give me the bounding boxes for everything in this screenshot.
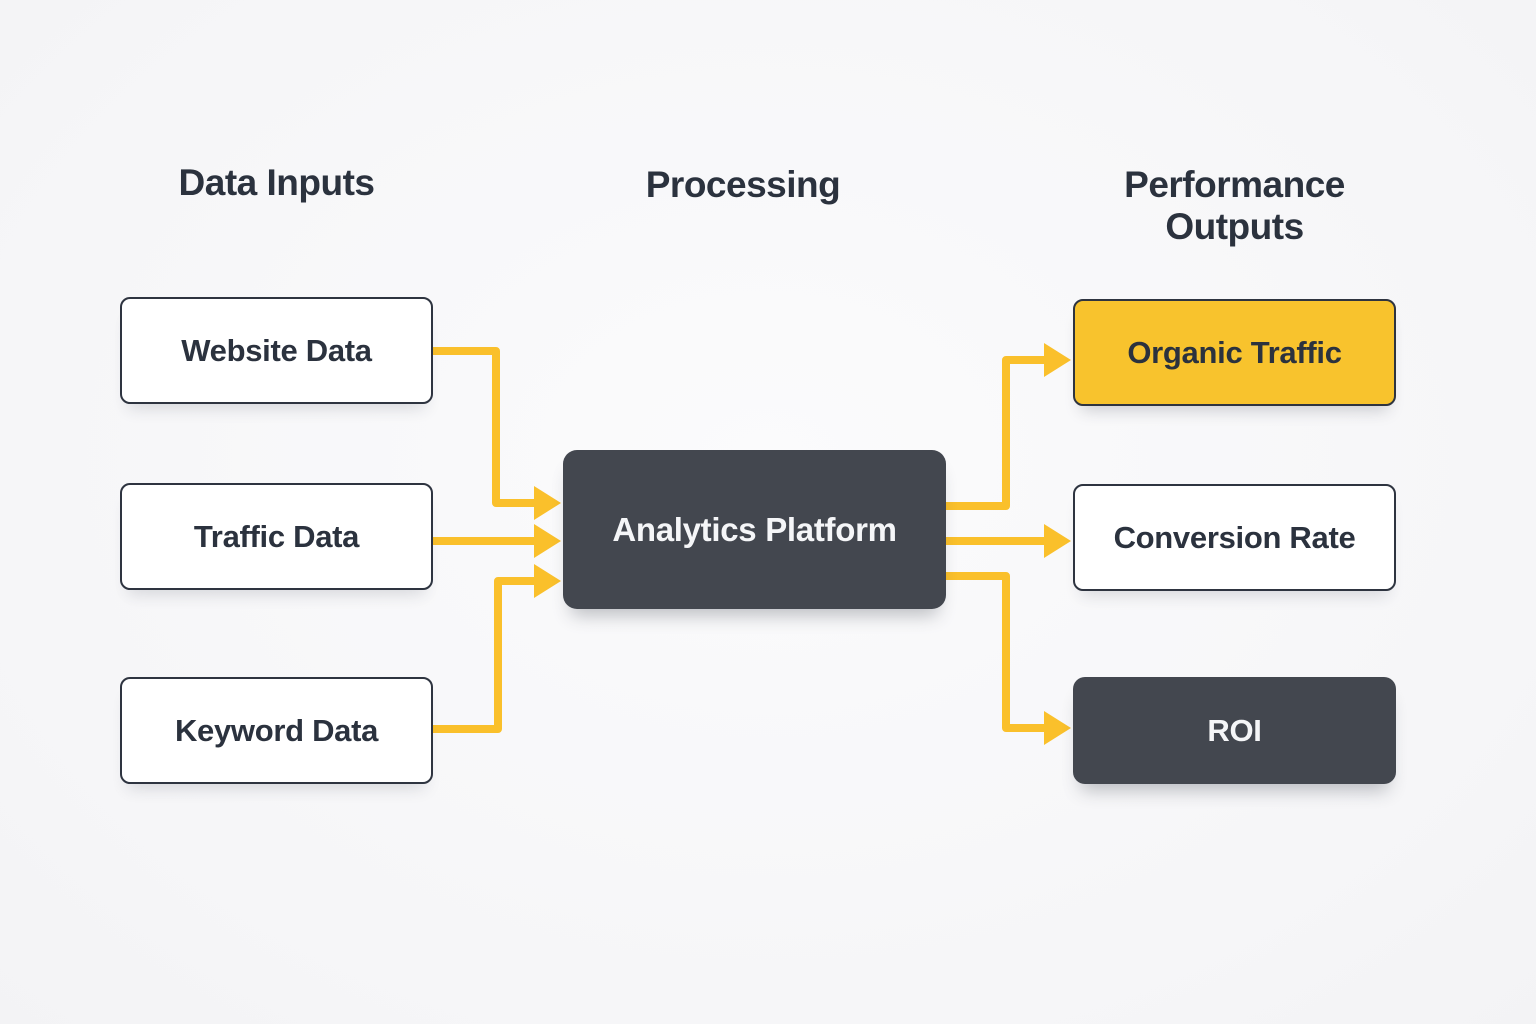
node-label: Organic Traffic [1127,334,1342,370]
node-label: Traffic Data [193,518,360,554]
node-website-data: Website Data [120,297,433,404]
arrow-head-icon [534,486,561,520]
node-roi: ROI [1073,677,1396,784]
node-organic-traffic: Organic Traffic [1073,299,1396,406]
node-keyword-data: Keyword Data [120,677,433,784]
arrow-head-icon [1044,711,1071,745]
column-heading-data-inputs: Data Inputs [178,162,375,203]
column-heading-processing: Processing [645,164,841,205]
connector-platform-to-conversion-rate [946,524,1071,558]
connector-traffic-to-platform [433,524,561,558]
connector-keyword-to-platform [433,564,561,733]
connector-website-to-platform [433,347,561,520]
node-analytics-platform: Analytics Platform [563,450,946,609]
arrow-head-icon [1044,524,1071,558]
column-heading-performance-outputs: Performance Outputs [1124,164,1345,247]
connector-platform-to-roi [946,572,1071,745]
node-conversion-rate: Conversion Rate [1073,484,1396,591]
node-label: Website Data [181,332,372,368]
node-label: ROI [1207,712,1262,748]
connector-platform-to-organic-traffic [946,343,1071,510]
node-label: Conversion Rate [1113,519,1356,555]
arrow-head-icon [534,564,561,598]
arrow-head-icon [534,524,561,558]
node-traffic-data: Traffic Data [120,483,433,590]
arrow-head-icon [1044,343,1071,377]
node-label: Analytics Platform [612,510,897,548]
node-label: Keyword Data [174,712,379,748]
